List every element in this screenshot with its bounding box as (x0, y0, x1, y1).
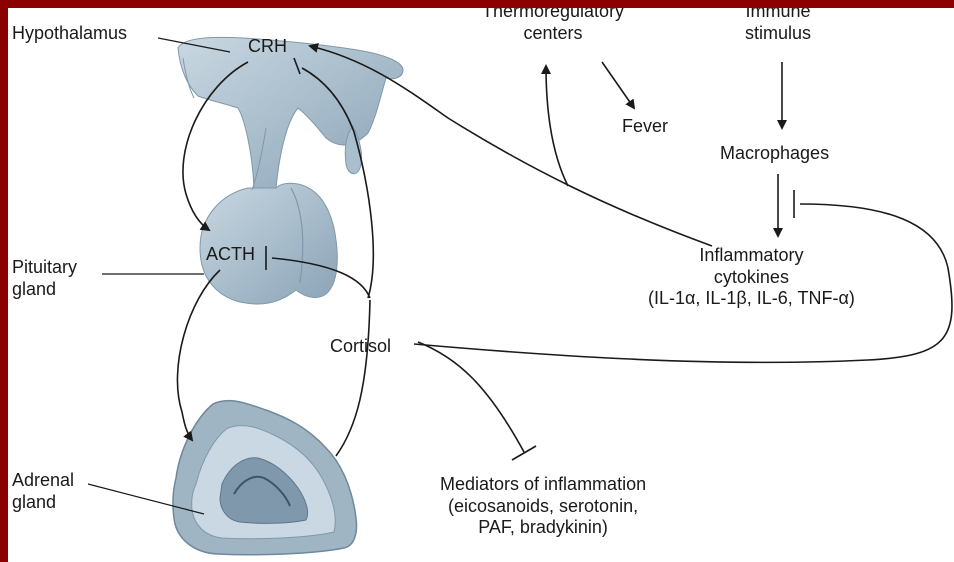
mediators-of-inflammation-label: Mediators of inflammation (eicosanoids, … (440, 474, 646, 539)
hypothalamus-label: Hypothalamus (12, 23, 127, 45)
inflammatory-cytokines-label: Inflammatory cytokines (IL-1α, IL-1β, IL… (648, 245, 855, 310)
diagram-canvas: Hypothalamus CRH Pituitary gland ACTH Ad… (8, 8, 954, 562)
macrophages-label: Macrophages (720, 143, 829, 165)
acth-label: ACTH (206, 244, 255, 266)
pituitary-gland-label: Pituitary gland (12, 257, 77, 300)
adrenal-gland-label: Adrenal gland (12, 470, 74, 513)
hypothalamus-illustration (178, 37, 403, 188)
immune-stimulus-label: Immune stimulus (745, 8, 811, 44)
adrenal-illustration (173, 401, 357, 555)
thermoregulatory-centers-label: Thermoregulatory centers (482, 8, 624, 44)
cortisol-label: Cortisol (330, 336, 391, 358)
fever-label: Fever (622, 116, 668, 138)
crh-label: CRH (248, 36, 287, 58)
